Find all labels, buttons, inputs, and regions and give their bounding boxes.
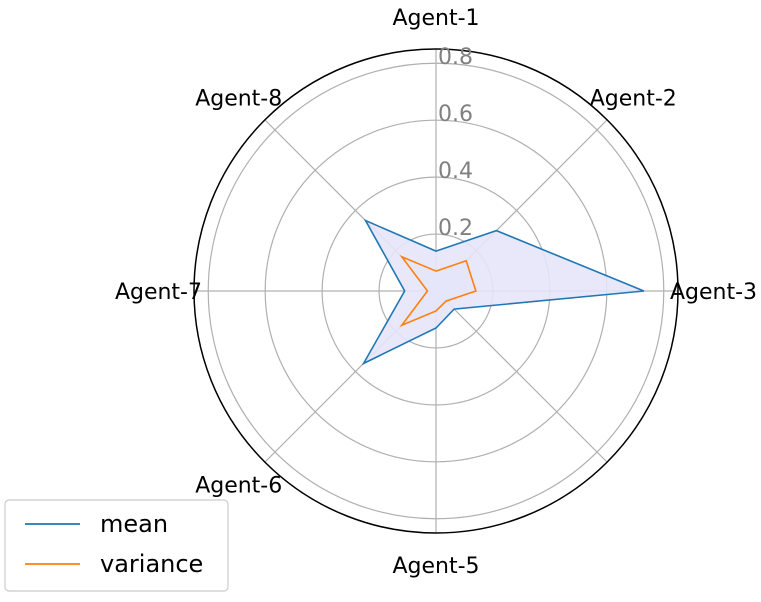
series-fill-variance bbox=[401, 256, 476, 326]
spoke-4 bbox=[435, 290, 608, 463]
radar-series bbox=[361, 218, 645, 366]
category-label-6: Agent-6 bbox=[195, 474, 282, 499]
legend-label-mean: mean bbox=[100, 510, 168, 538]
radial-tick-label: 0.2 bbox=[438, 216, 473, 241]
series-fill-mean bbox=[363, 220, 644, 364]
category-label-7: Agent-7 bbox=[115, 280, 202, 305]
radar-fill bbox=[363, 220, 644, 364]
category-label-2: Agent-2 bbox=[590, 86, 677, 111]
series-line-variance bbox=[399, 254, 477, 328]
legend-frame bbox=[4, 499, 229, 592]
category-label-1: Agent-1 bbox=[392, 6, 479, 31]
category-label-3: Agent-3 bbox=[670, 280, 757, 305]
radial-tick-label: 0.8 bbox=[438, 45, 473, 70]
series-line-mean bbox=[361, 218, 645, 366]
legend: mean variance bbox=[4, 499, 229, 592]
radial-tick-label: 0.6 bbox=[438, 102, 473, 127]
category-label-5: Agent-5 bbox=[392, 554, 479, 579]
legend-label-variance: variance bbox=[100, 550, 203, 578]
radial-tick-labels: 0.2 0.4 0.6 0.8 bbox=[438, 45, 473, 241]
category-label-8: Agent-8 bbox=[195, 86, 282, 111]
radial-tick-label: 0.4 bbox=[438, 159, 473, 184]
outer-frame bbox=[193, 48, 679, 534]
